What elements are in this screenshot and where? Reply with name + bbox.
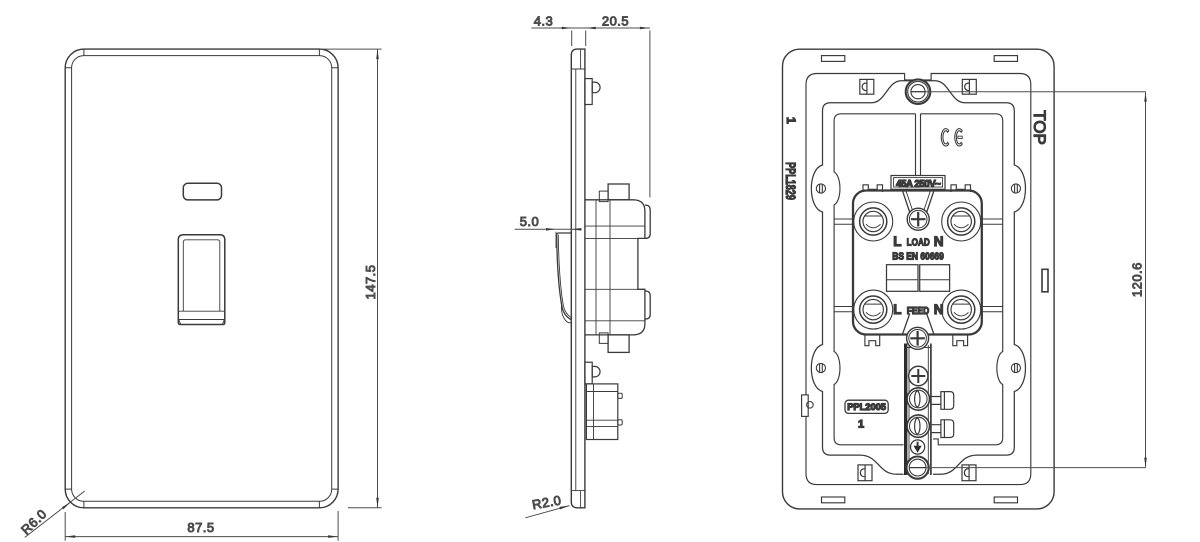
svg-text:120.6: 120.6 [1130,262,1145,297]
svg-text:FEED: FEED [907,305,930,317]
svg-text:R2.0: R2.0 [531,492,563,512]
svg-text:PPL2005: PPL2005 [847,402,886,412]
svg-text:L: L [893,302,901,317]
svg-text:1: 1 [858,419,864,431]
svg-text:147.5: 147.5 [363,264,378,299]
svg-text:45A 250V~: 45A 250V~ [896,179,941,190]
svg-text:N: N [934,234,944,249]
svg-text:PPL1829: PPL1829 [783,162,797,200]
svg-text:1: 1 [784,117,798,124]
svg-text:4.3: 4.3 [534,14,554,29]
svg-text:87.5: 87.5 [187,520,214,535]
svg-text:5.0: 5.0 [520,214,540,229]
svg-text:LOAD: LOAD [907,236,930,248]
svg-text:20.5: 20.5 [602,14,629,29]
svg-text:TOP: TOP [1030,110,1049,145]
svg-text:N: N [934,302,944,317]
svg-text:BS EN 60669: BS EN 60669 [892,251,944,262]
svg-text:L: L [893,234,901,249]
